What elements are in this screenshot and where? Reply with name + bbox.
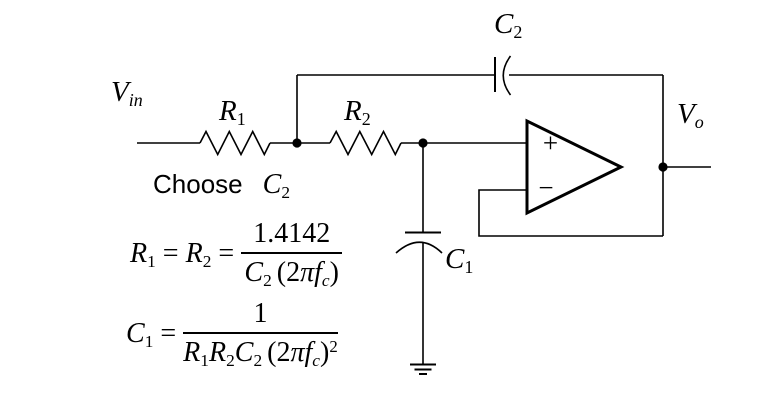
choose-word: Choose xyxy=(153,169,243,199)
f1-equals-1: = xyxy=(162,237,179,269)
wire-inverting-feedback xyxy=(478,189,663,237)
f2-fraction: 1 R1R2C2(2πfc)2 xyxy=(183,298,338,369)
opamp-triangle xyxy=(525,118,625,216)
choose-variable-base: C xyxy=(262,169,282,200)
f2-den-r1-sub: 1 xyxy=(200,351,209,371)
capacitor-c2-plate-curved xyxy=(502,55,512,96)
f1-numerator: 1.4142 xyxy=(241,218,343,255)
f1-den-close: ) xyxy=(329,257,339,289)
r2-label-sub: 2 xyxy=(361,109,371,130)
r2-label-base: R xyxy=(344,95,362,127)
f2-den-f-sub: c xyxy=(312,351,320,371)
f2-den-r2-sub: 2 xyxy=(226,351,235,371)
f1-den-c: C xyxy=(244,257,264,289)
choose-variable: C2 xyxy=(262,169,290,202)
f2-denominator: R1R2C2(2πfc)2 xyxy=(183,334,338,371)
f1-den-c-sub: 2 xyxy=(263,271,272,291)
f2-den-open: (2 xyxy=(267,337,291,369)
junction-dot-output xyxy=(658,162,668,172)
r1-label-base: R xyxy=(219,95,237,127)
f2-den-close: ) xyxy=(320,337,330,369)
f2-numerator: 1 xyxy=(183,298,338,335)
vo-label-base: V xyxy=(677,98,695,130)
vin-label: Vin xyxy=(111,76,143,111)
resistor-r1 xyxy=(199,129,271,157)
capacitor-c1-plate-curved xyxy=(395,241,443,254)
f2-den-f: f xyxy=(304,337,313,369)
opamp-minus-sign: − xyxy=(538,173,553,203)
f1-den-open: (2 xyxy=(276,257,301,289)
f1-equals-2: = xyxy=(218,237,235,269)
r-design-formula: R1=R2= 1.4142 C2(2πfc) xyxy=(130,218,343,291)
f2-lhs: C1 = xyxy=(126,317,183,351)
r2-label: R2 xyxy=(344,95,371,130)
vo-label-sub: o xyxy=(694,112,704,133)
opamp-plus-sign: + xyxy=(543,128,558,158)
f2-den-c2: C xyxy=(234,337,254,369)
vo-label: Vo xyxy=(677,98,704,133)
f1-r2: R xyxy=(185,237,203,269)
f2-den-exponent: 2 xyxy=(329,337,338,357)
junction-dot-c1 xyxy=(418,138,428,148)
choose-variable-sub: 2 xyxy=(281,182,290,202)
f1-r1-sub: 1 xyxy=(147,251,156,271)
resistor-r2 xyxy=(329,129,402,157)
f1-den-f: f xyxy=(314,257,322,289)
f2-den-r2: R xyxy=(208,337,227,369)
ground-symbol xyxy=(410,363,436,375)
f1-den-pi: π xyxy=(300,257,315,289)
f2-den-pi: π xyxy=(290,337,305,369)
c1-label-sub: 1 xyxy=(464,257,474,278)
c2-label: C2 xyxy=(494,8,523,43)
f2-den-c2-sub: 2 xyxy=(253,351,263,371)
f1-lhs: R1=R2= xyxy=(130,237,241,271)
f2-den-r1: R xyxy=(183,337,201,369)
f1-fraction: 1.4142 C2(2πfc) xyxy=(241,218,343,291)
r1-label: R1 xyxy=(219,95,246,130)
f2-c1-sub: 1 xyxy=(144,331,154,351)
c-design-formula: C1= 1 R1R2C2(2πfc)2 xyxy=(126,298,338,369)
vin-label-sub: in xyxy=(128,90,143,111)
f1-r1: R xyxy=(130,237,148,269)
c2-label-sub: 2 xyxy=(513,22,523,43)
c2-label-base: C xyxy=(494,8,514,40)
f2-c1: C xyxy=(126,317,145,349)
f2-equals: = xyxy=(160,317,177,349)
c1-label: C1 xyxy=(445,243,474,278)
f1-denominator: C2(2πfc) xyxy=(241,254,342,291)
f1-den-f-sub: c xyxy=(321,271,330,291)
f1-r2-sub: 2 xyxy=(202,251,212,271)
vin-label-base: V xyxy=(111,76,129,108)
junction-dot-r1-r2 xyxy=(292,138,302,148)
c1-label-base: C xyxy=(445,243,465,275)
r1-label-sub: 1 xyxy=(236,109,246,130)
choose-c2-note: Choose C2 xyxy=(153,169,290,202)
